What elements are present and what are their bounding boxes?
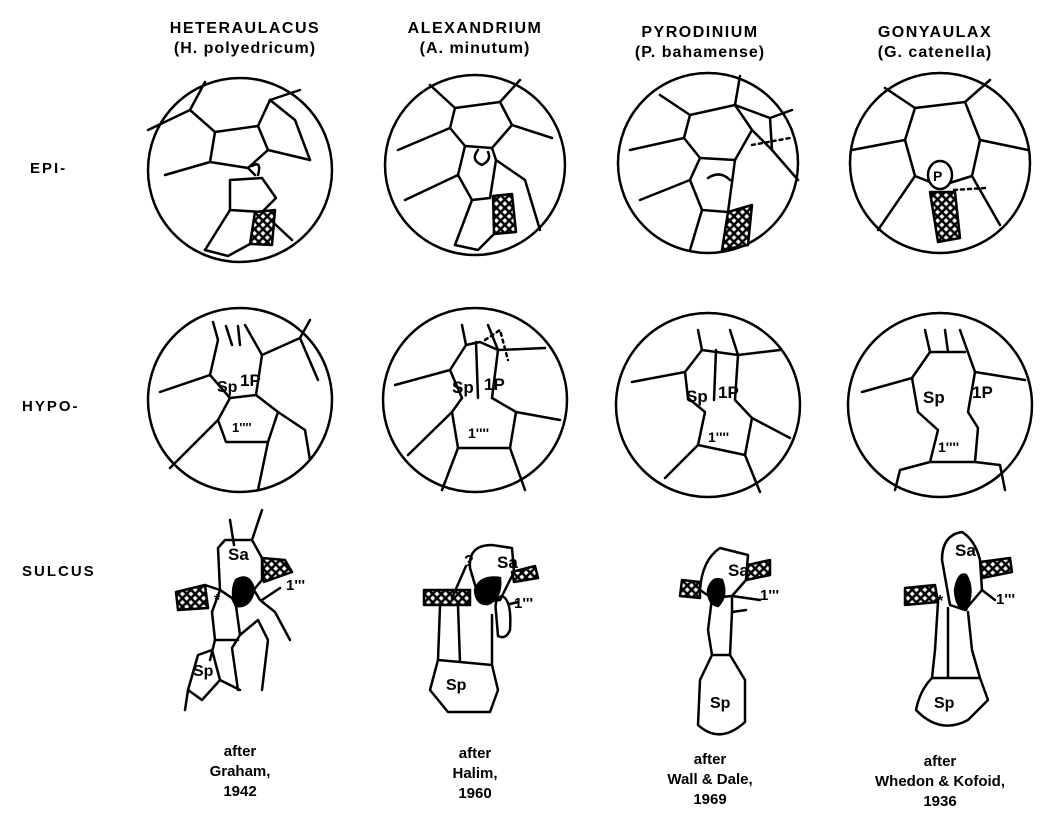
hypotheca-gonyaulax: Sp 1P 1''''	[848, 313, 1032, 497]
hypotheca-alexandrium: Sp 1P 1''''	[383, 308, 567, 492]
sulcus-gonyaulax: Sa * 1''' Sp	[905, 532, 1015, 726]
plate-label-sa: Sa	[228, 545, 249, 564]
citation-line: after	[625, 750, 795, 770]
epitheca-pyrodinium	[618, 73, 798, 253]
plate-label-1pppp: 1''''	[938, 439, 959, 455]
plate-label-1p: 1P	[718, 383, 739, 402]
epitheca-alexandrium	[385, 75, 565, 255]
sulcus-pyrodinium: Sa 1''' Sp	[680, 548, 779, 734]
citation-whedon-kofoid: after Whedon & Kofoid, 1936	[840, 752, 1040, 812]
citation-line: 1936	[840, 792, 1040, 812]
plate-label-sp: Sp	[710, 695, 731, 712]
citation-line: after	[840, 752, 1040, 772]
plate-label-sp: Sp	[452, 378, 474, 397]
citation-line: 1969	[625, 790, 795, 810]
plate-label-1pppp: 1''''	[468, 425, 489, 441]
plate-label-1ppp: 1'''	[996, 591, 1015, 608]
plate-label-sp: Sp	[193, 663, 214, 680]
citation-line: Halim,	[395, 764, 555, 784]
hypotheca-pyrodinium: Sp 1P 1''''	[616, 313, 800, 497]
plate-label-1p: 1P	[240, 371, 261, 390]
plate-label-sa: Sa	[497, 553, 518, 572]
citation-line: Whedon & Kofoid,	[840, 772, 1040, 792]
plate-label-sa: Sa	[955, 541, 976, 560]
hypotheca-heteraulacus: Sp 1P 1''''	[148, 308, 332, 492]
plate-label-1pppp: 1''''	[232, 420, 252, 435]
epitheca-gonyaulax: P	[850, 73, 1030, 253]
citation-wall-dale: after Wall & Dale, 1969	[625, 750, 795, 810]
citation-halim: after Halim, 1960	[395, 744, 555, 804]
sulcus-heteraulacus: Sa * 1''' Sp	[176, 510, 305, 710]
sulcus-alexandrium: ? Sa 1''' Sp	[424, 545, 538, 712]
plate-label-sp: Sp	[934, 695, 955, 712]
plate-label-p: P	[933, 168, 942, 184]
plate-label-star: *	[937, 593, 944, 610]
plate-label-sp: Sp	[923, 388, 945, 407]
plate-label-sp: Sp	[446, 677, 467, 694]
plate-label-1pppp: 1''''	[708, 429, 729, 445]
citation-line: after	[160, 742, 320, 762]
citation-line: after	[395, 744, 555, 764]
epitheca-heteraulacus	[148, 78, 332, 262]
citation-line: 1960	[395, 784, 555, 804]
plate-label-1p: 1P	[484, 375, 505, 394]
plate-label-star: *	[214, 592, 221, 609]
plate-label-1ppp: 1'''	[286, 577, 305, 594]
plate-label-question: ?	[464, 553, 474, 570]
plate-label-sa: Sa	[728, 561, 749, 580]
plate-label-sp: Sp	[686, 387, 708, 406]
plate-label-sp: Sp	[217, 379, 238, 396]
plate-label-1ppp: 1'''	[760, 587, 779, 604]
citation-line: 1942	[160, 782, 320, 802]
citation-graham: after Graham, 1942	[160, 742, 320, 802]
citation-line: Graham,	[160, 762, 320, 782]
citation-line: Wall & Dale,	[625, 770, 795, 790]
plate-label-1p: 1P	[972, 383, 993, 402]
